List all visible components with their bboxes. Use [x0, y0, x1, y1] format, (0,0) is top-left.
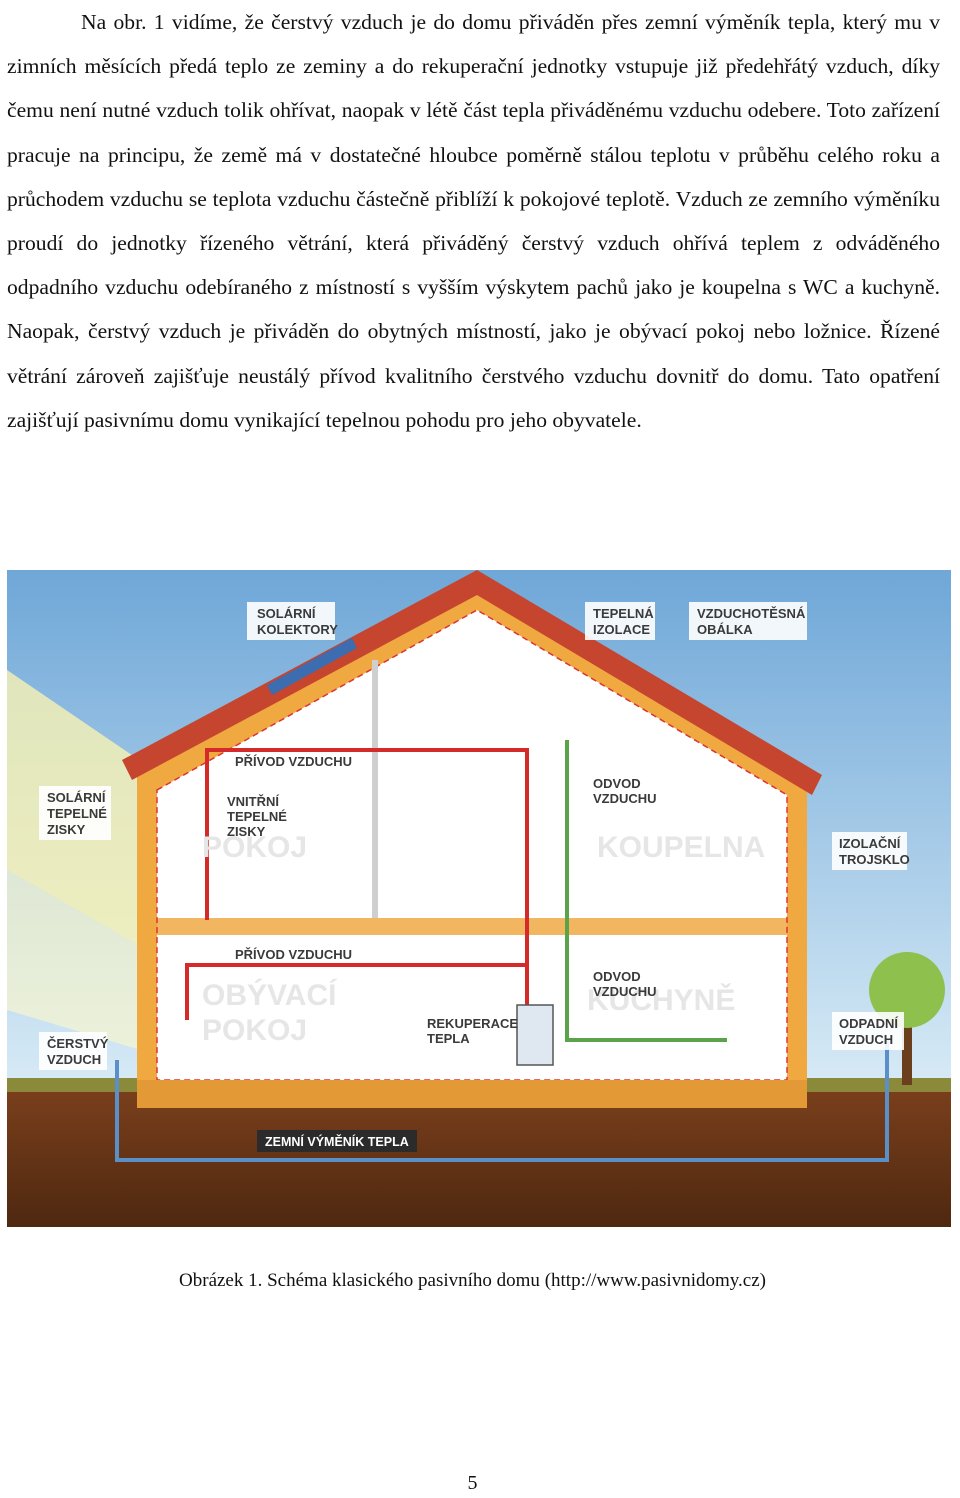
svg-text:PŘÍVOD VZDUCHU: PŘÍVOD VZDUCHU: [235, 754, 352, 769]
svg-text:SOLÁRNÍ: SOLÁRNÍ: [257, 606, 316, 621]
label-thermal-insulation: TEPELNÁ IZOLACE: [585, 602, 655, 640]
svg-text:ODPADNÍ: ODPADNÍ: [839, 1016, 898, 1031]
page-number: 5: [0, 1472, 945, 1495]
caption-source: (http://www.pasivnidomy.cz): [545, 1270, 766, 1291]
svg-text:ZISKY: ZISKY: [47, 822, 86, 837]
label-solar-collectors: SOLÁRNÍ KOLEKTORY: [247, 602, 338, 640]
svg-text:VZDUCHU: VZDUCHU: [593, 984, 657, 999]
room-label-obyvaci: OBÝVACÍ: [202, 978, 337, 1012]
label-airtight-envelope: VZDUCHOTĚSNÁ OBÁLKA: [689, 602, 807, 640]
label-air-supply-bottom: PŘÍVOD VZDUCHU: [235, 947, 352, 962]
figure-caption: Obrázek 1. Schéma klasického pasivního d…: [0, 1270, 945, 1292]
passive-house-diagram: POKOJ KOUPELNA OBÝVACÍ POKOJ KUCHYNĚ SOL…: [7, 570, 951, 1227]
inner-wall-top: [372, 660, 378, 918]
svg-text:ZEMNÍ VÝMĚNÍK TEPLA: ZEMNÍ VÝMĚNÍK TEPLA: [265, 1134, 409, 1149]
label-fresh-air: ČERSTVÝ VZDUCH: [39, 1032, 109, 1070]
svg-text:REKUPERACE: REKUPERACE: [427, 1016, 518, 1031]
body-paragraph: Na obr. 1 vidíme, že čerstvý vzduch je d…: [7, 0, 940, 442]
label-insulated-triple: IZOLAČNÍ TROJSKLO: [832, 832, 910, 870]
svg-text:IZOLAČNÍ: IZOLAČNÍ: [839, 836, 901, 851]
svg-text:IZOLACE: IZOLACE: [593, 622, 650, 637]
caption-main: Obrázek 1. Schéma klasického pasivního d…: [179, 1270, 540, 1291]
svg-text:VZDUCHOTĚSNÁ: VZDUCHOTĚSNÁ: [697, 606, 806, 621]
svg-text:ODVOD: ODVOD: [593, 776, 641, 791]
ceiling-slab: [157, 918, 787, 935]
label-waste-air: ODPADNÍ VZDUCH: [832, 1012, 904, 1050]
svg-text:PŘÍVOD VZDUCHU: PŘÍVOD VZDUCHU: [235, 947, 352, 962]
svg-text:TEPELNÉ: TEPELNÉ: [47, 806, 107, 821]
svg-text:TROJSKLO: TROJSKLO: [839, 852, 910, 867]
svg-text:KOLEKTORY: KOLEKTORY: [257, 622, 338, 637]
svg-text:VNITŘNÍ: VNITŘNÍ: [227, 794, 279, 809]
svg-text:TEPELNÉ: TEPELNÉ: [227, 809, 287, 824]
svg-text:ČERSTVÝ: ČERSTVÝ: [47, 1036, 109, 1051]
recuperation-unit: [517, 1005, 553, 1065]
svg-text:VZDUCHU: VZDUCHU: [593, 791, 657, 806]
room-label-pokoj-2: POKOJ: [202, 1014, 307, 1047]
svg-text:TEPELNÁ: TEPELNÁ: [593, 606, 654, 621]
foundation: [137, 1080, 807, 1108]
svg-text:OBÁLKA: OBÁLKA: [697, 622, 753, 637]
label-ground-exchanger: ZEMNÍ VÝMĚNÍK TEPLA: [257, 1130, 417, 1152]
svg-text:ZISKY: ZISKY: [227, 824, 266, 839]
svg-text:SOLÁRNÍ: SOLÁRNÍ: [47, 790, 106, 805]
svg-text:ODVOD: ODVOD: [593, 969, 641, 984]
svg-text:VZDUCH: VZDUCH: [839, 1032, 893, 1047]
label-solar-gains: SOLÁRNÍ TEPELNÉ ZISKY: [39, 786, 111, 840]
passive-house-figure: POKOJ KOUPELNA OBÝVACÍ POKOJ KUCHYNĚ SOL…: [7, 570, 951, 1227]
room-label-koupelna: KOUPELNA: [597, 831, 765, 864]
svg-text:VZDUCH: VZDUCH: [47, 1052, 101, 1067]
label-air-supply-top: PŘÍVOD VZDUCHU: [235, 754, 352, 769]
svg-text:TEPLA: TEPLA: [427, 1031, 470, 1046]
